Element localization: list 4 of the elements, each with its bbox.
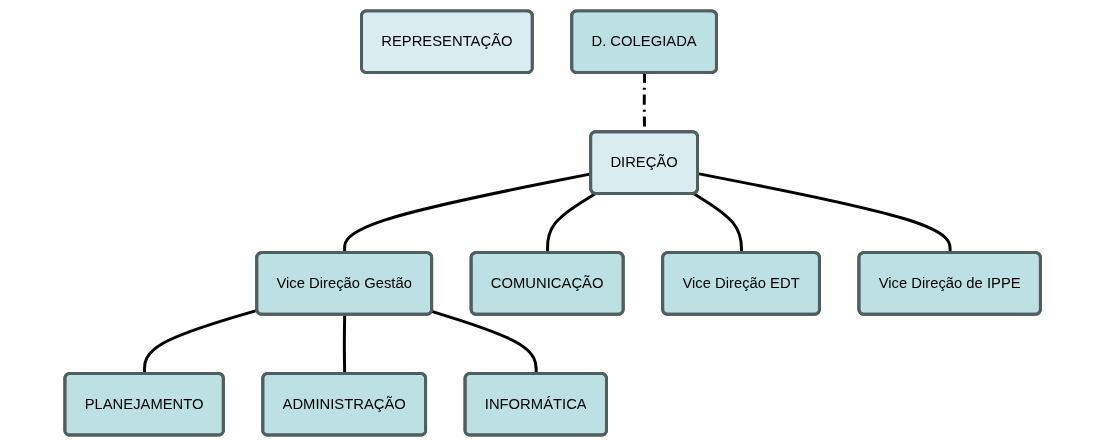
connector: [343, 171, 592, 253]
connector: [546, 192, 597, 253]
connector: [698, 171, 952, 253]
connector: [693, 192, 744, 253]
